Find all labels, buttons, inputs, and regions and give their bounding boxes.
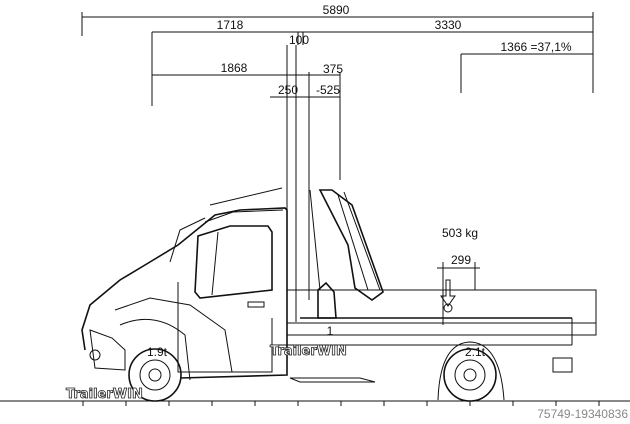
load-marker-label: 1: [327, 324, 334, 338]
dim-gap-right: -525: [316, 83, 340, 97]
dim-overall-length: 5890: [323, 3, 350, 17]
dim-crane-width: 100: [289, 33, 309, 47]
load-marker: [437, 262, 480, 325]
dim-front-to-axle-crane: 1868: [221, 61, 248, 75]
load-weight: 503 kg: [442, 226, 478, 240]
dim-gap-left: 250: [278, 83, 298, 97]
watermark-center: TrailerWIN: [270, 344, 347, 359]
dim-rear-overhang: 1366 =37,1%: [500, 40, 571, 54]
dim-load-offset: 299: [451, 253, 471, 267]
dim-crane-to-rear: 3330: [435, 18, 462, 32]
front-axle-load: 1.9t: [147, 345, 168, 359]
dimension-lines: [81, 12, 594, 322]
watermark-corner: TrailerWIN: [66, 387, 143, 402]
dim-front-to-crane: 1718: [217, 18, 244, 32]
dim-crane-offset: 375: [323, 62, 343, 76]
truck-drawing: [0, 187, 630, 406]
rear-axle-load: 2.1t: [465, 345, 486, 359]
image-code: 75749-19340836: [537, 407, 628, 421]
